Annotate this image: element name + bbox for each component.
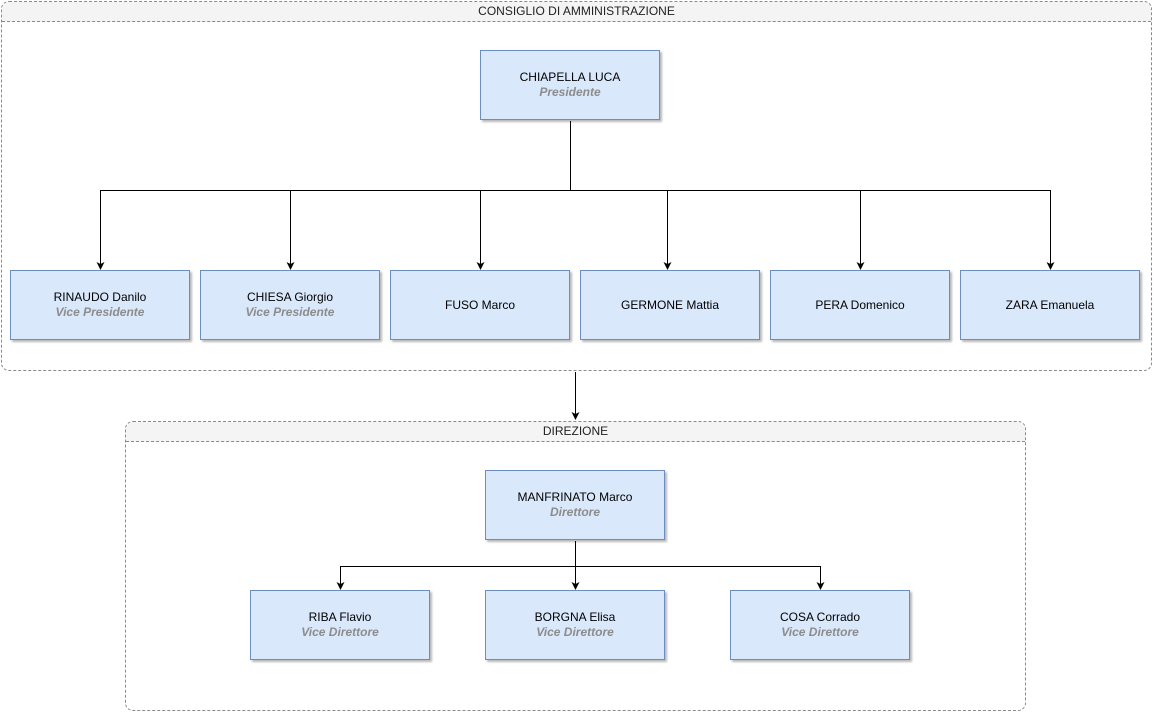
member-node-zara[interactable]: ZARA Emanuela (960, 270, 1140, 340)
node-role: Vice Direttore (301, 625, 379, 639)
deputy-node-cosa[interactable]: COSA Corrado Vice Direttore (730, 590, 910, 660)
node-name: GERMONE Mattia (620, 297, 719, 312)
node-role: Vice Direttore (781, 625, 859, 639)
node-name: MANFRINATO Marco (517, 490, 633, 504)
deputy-node-borgna[interactable]: BORGNA Elisa Vice Direttore (485, 590, 665, 660)
node-role: Direttore (549, 505, 600, 519)
management-group: DIREZIONE (125, 421, 1026, 711)
management-group-title: DIREZIONE (126, 422, 1025, 442)
node-name: BORGNA Elisa (534, 610, 616, 624)
member-node-chiesa[interactable]: CHIESA Giorgio Vice Presidente (200, 270, 380, 340)
node-role: Presidente (539, 85, 601, 99)
node-name: ZARA Emanuela (1005, 297, 1095, 312)
node-role: Vice Direttore (536, 625, 614, 639)
node-name: PERA Domenico (815, 297, 905, 312)
member-node-fuso[interactable]: FUSO Marco (390, 270, 570, 340)
board-group-title: CONSIGLIO DI AMMINISTRAZIONE (2, 2, 1151, 22)
node-name: CHIESA Giorgio (246, 290, 334, 304)
node-name: COSA Corrado (779, 610, 861, 624)
node-role: Vice Presidente (55, 305, 145, 319)
member-node-germone[interactable]: GERMONE Mattia (580, 270, 760, 340)
node-role: Vice Presidente (245, 305, 335, 319)
president-node[interactable]: CHIAPELLA LUCA Presidente (480, 50, 660, 120)
node-name: RINAUDO Danilo (53, 290, 147, 304)
deputy-node-riba[interactable]: RIBA Flavio Vice Direttore (250, 590, 430, 660)
node-name: FUSO Marco (444, 297, 515, 312)
node-name: RIBA Flavio (308, 610, 372, 624)
member-node-rinaudo[interactable]: RINAUDO Danilo Vice Presidente (10, 270, 190, 340)
director-node[interactable]: MANFRINATO Marco Direttore (485, 470, 665, 540)
member-node-pera[interactable]: PERA Domenico (770, 270, 950, 340)
node-name: CHIAPELLA LUCA (519, 70, 621, 84)
